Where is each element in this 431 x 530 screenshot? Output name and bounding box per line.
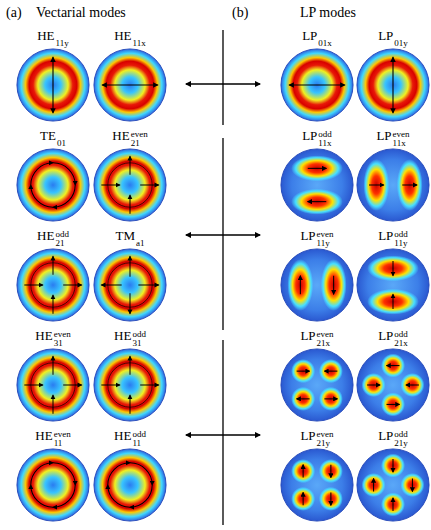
mode-label: LPeven11y xyxy=(274,228,360,248)
panel-heading: (b) xyxy=(232,4,248,22)
mode-label: LPeven21y xyxy=(274,428,360,448)
mode-label: HEeven21 xyxy=(87,128,173,148)
mode-pattern: HEeven21 xyxy=(87,128,173,222)
panel-heading: Vectarial modes xyxy=(36,4,126,22)
mode-label: LPodd21x xyxy=(350,328,431,348)
mode-pattern: LPeven11y xyxy=(274,228,360,322)
mode-label: HEeven11 xyxy=(10,428,96,448)
mode-pattern: LPeven11x xyxy=(350,128,431,222)
mode-pattern: TMa1 xyxy=(87,228,173,322)
mode-pattern: HEodd31 xyxy=(87,328,173,422)
mode-pattern: HE11x xyxy=(87,28,173,122)
mode-pattern: TE01 xyxy=(10,128,96,222)
mode-label: HEodd21 xyxy=(10,228,96,248)
mode-label: HE11y xyxy=(10,28,96,48)
mode-label: LPodd21y xyxy=(350,428,431,448)
mode-pattern: LPodd11y xyxy=(350,228,431,322)
mode-pattern: HEeven11 xyxy=(10,428,96,522)
mode-label: HE11x xyxy=(87,28,173,48)
mode-pattern: HEeven31 xyxy=(10,328,96,422)
mode-pattern: LP01y xyxy=(350,28,431,122)
mode-pattern: LPodd21y xyxy=(350,428,431,522)
mode-pattern: HE11y xyxy=(10,28,96,122)
mode-pattern: LPodd21x xyxy=(350,328,431,422)
mode-pattern: LPodd11x xyxy=(274,128,360,222)
mode-pattern: LP01x xyxy=(274,28,360,122)
panel-heading: LP modes xyxy=(300,4,356,22)
mode-label: HEeven31 xyxy=(10,328,96,348)
mode-label: LP01y xyxy=(350,28,431,48)
mode-label: HEodd11 xyxy=(87,428,173,448)
mode-pattern: LPeven21y xyxy=(274,428,360,522)
mode-label: HEodd31 xyxy=(87,328,173,348)
mode-pattern: LPeven21x xyxy=(274,328,360,422)
panel-heading: (a) xyxy=(6,4,22,22)
mode-label: LPodd11x xyxy=(274,128,360,148)
mode-label: LPodd11y xyxy=(350,228,431,248)
mode-label: LPeven11x xyxy=(350,128,431,148)
mode-label: LP01x xyxy=(274,28,360,48)
mode-label: TMa1 xyxy=(87,228,173,248)
mode-label: LPeven21x xyxy=(274,328,360,348)
mode-pattern: HEodd11 xyxy=(87,428,173,522)
mode-pattern: HEodd21 xyxy=(10,228,96,322)
mode-label: TE01 xyxy=(10,128,96,148)
